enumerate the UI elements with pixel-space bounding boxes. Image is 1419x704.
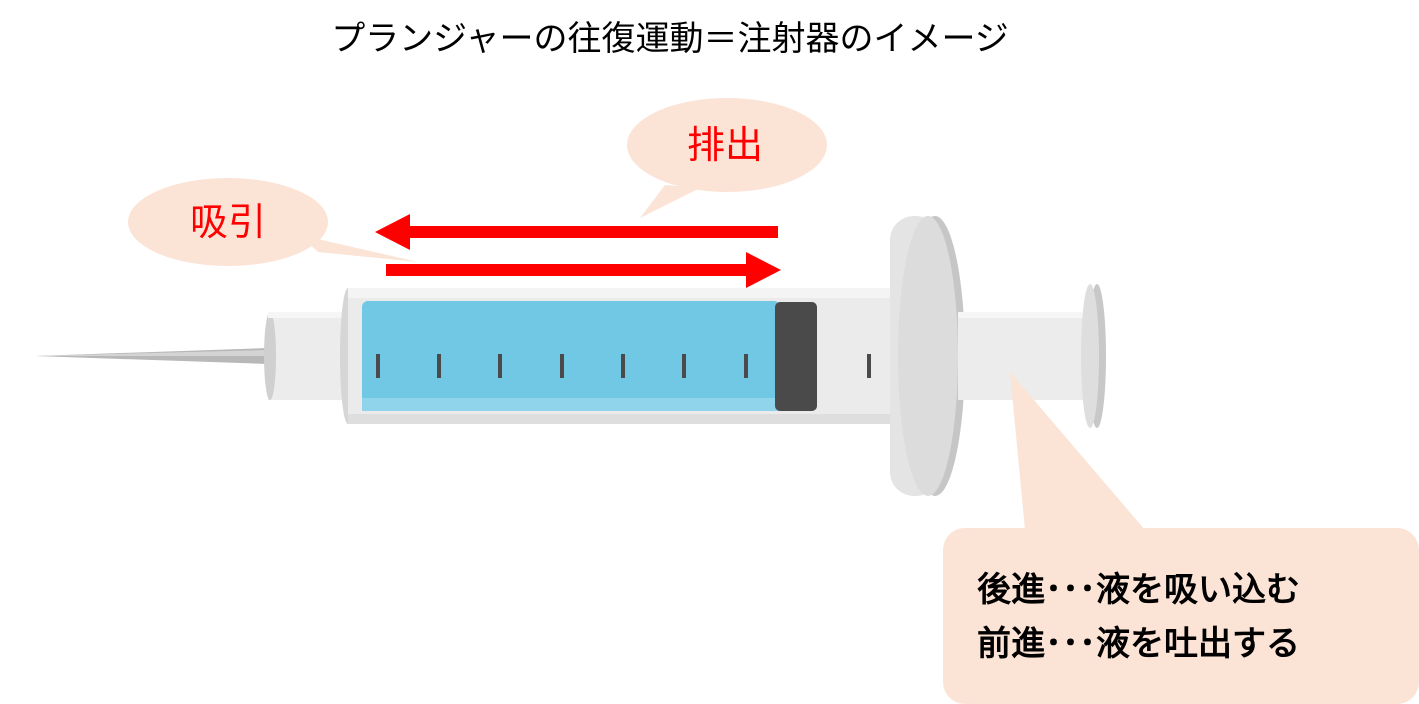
diagram-title: プランジャーの往復運動＝注射器のイメージ bbox=[331, 19, 1009, 59]
scale-mark bbox=[867, 354, 871, 378]
motion-note-box bbox=[943, 528, 1419, 704]
discharge-bubble: 排出 bbox=[627, 98, 827, 218]
discharge-label: 排出 bbox=[687, 123, 763, 167]
scale-mark bbox=[560, 354, 564, 378]
plunger-thumb-rest bbox=[1081, 284, 1106, 428]
motion-note-forward: 前進･･･液を吐出する bbox=[977, 624, 1300, 664]
suction-bubble-tail bbox=[300, 235, 418, 262]
motion-note-callout: 後進･･･液を吸い込む 前進･･･液を吐出する bbox=[943, 372, 1419, 704]
discharge-arrow bbox=[375, 214, 778, 250]
discharge-bubble-body bbox=[627, 98, 827, 192]
needle-highlight bbox=[35, 350, 268, 356]
scale-mark bbox=[682, 354, 686, 378]
finger-flange bbox=[890, 216, 965, 496]
suction-bubble: 吸引 bbox=[128, 178, 418, 266]
plunger-stopper bbox=[775, 302, 817, 411]
discharge-bubble-tail bbox=[640, 185, 700, 218]
liquid bbox=[362, 301, 780, 411]
suction-label: 吸引 bbox=[190, 200, 266, 244]
scale-mark bbox=[621, 354, 625, 378]
scale-mark bbox=[498, 354, 502, 378]
scale-mark bbox=[744, 354, 748, 378]
plunger-rod bbox=[958, 312, 1086, 400]
suction-bubble-body bbox=[128, 178, 328, 266]
motion-note-backward: 後進･･･液を吸い込む bbox=[977, 570, 1300, 610]
suction-arrow bbox=[386, 252, 781, 288]
scale-marks bbox=[376, 354, 871, 378]
scale-mark bbox=[437, 354, 441, 378]
scale-mark bbox=[376, 354, 380, 378]
motion-note-tail bbox=[1010, 372, 1145, 530]
